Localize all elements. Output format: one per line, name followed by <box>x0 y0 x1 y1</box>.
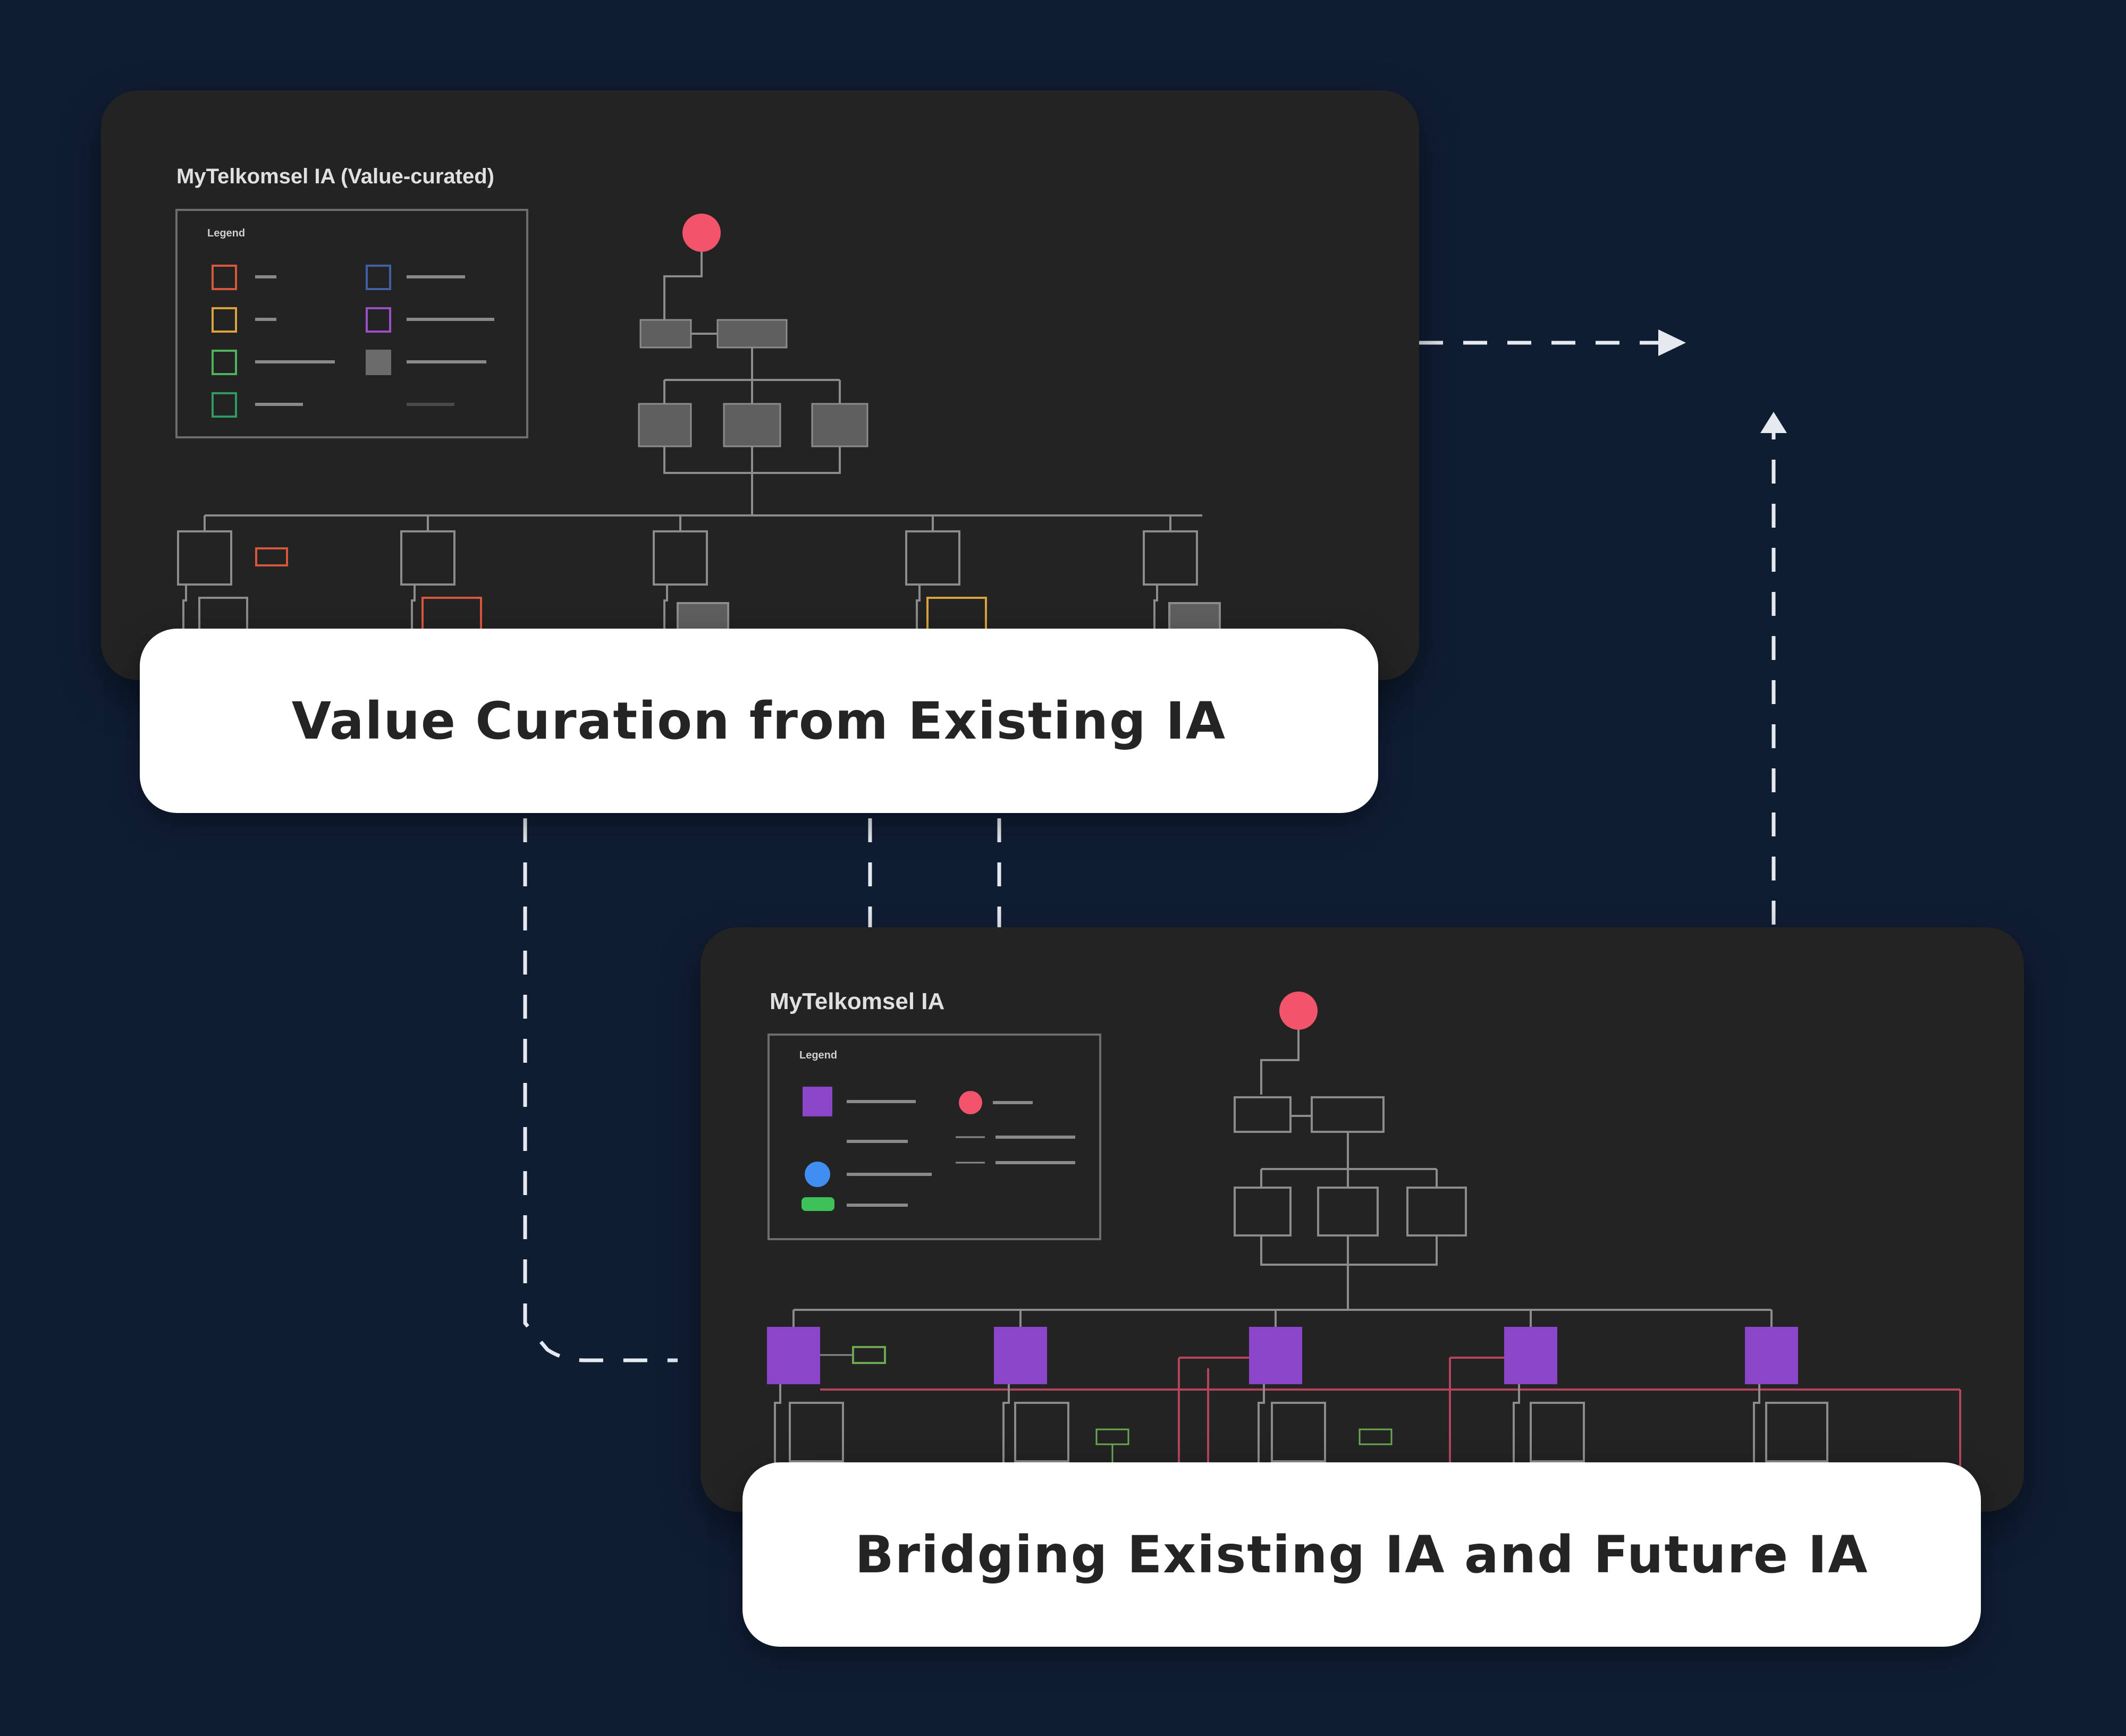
caption-text: Bridging Existing IA and Future IA <box>855 1525 1869 1585</box>
up-arrowhead <box>1760 412 1787 433</box>
board-title: MyTelkomsel IA <box>770 988 945 1014</box>
top-ia-board: MyTelkomsel IA (Value-curated) <box>101 90 1419 680</box>
start-node <box>1279 992 1318 1030</box>
ia-diagram <box>767 992 1961 1512</box>
ia-diagram <box>175 209 1221 680</box>
legend-box <box>175 209 528 438</box>
legend-title: Legend <box>799 1049 838 1061</box>
board-title: MyTelkomsel IA (Value-curated) <box>176 165 494 188</box>
caption-card-bottom: Bridging Existing IA and Future IA <box>743 1462 1981 1647</box>
start-node <box>682 214 721 252</box>
caption-card-top: Value Curation from Existing IA <box>140 629 1378 813</box>
category-nodes <box>767 1327 1798 1384</box>
caption-text: Value Curation from Existing IA <box>291 691 1227 751</box>
legend-box <box>767 1034 1101 1240</box>
bottom-ia-board: MyTelkomsel IA <box>701 927 2024 1512</box>
legend-title: Legend <box>207 227 246 239</box>
right-arrowhead <box>1658 329 1686 356</box>
